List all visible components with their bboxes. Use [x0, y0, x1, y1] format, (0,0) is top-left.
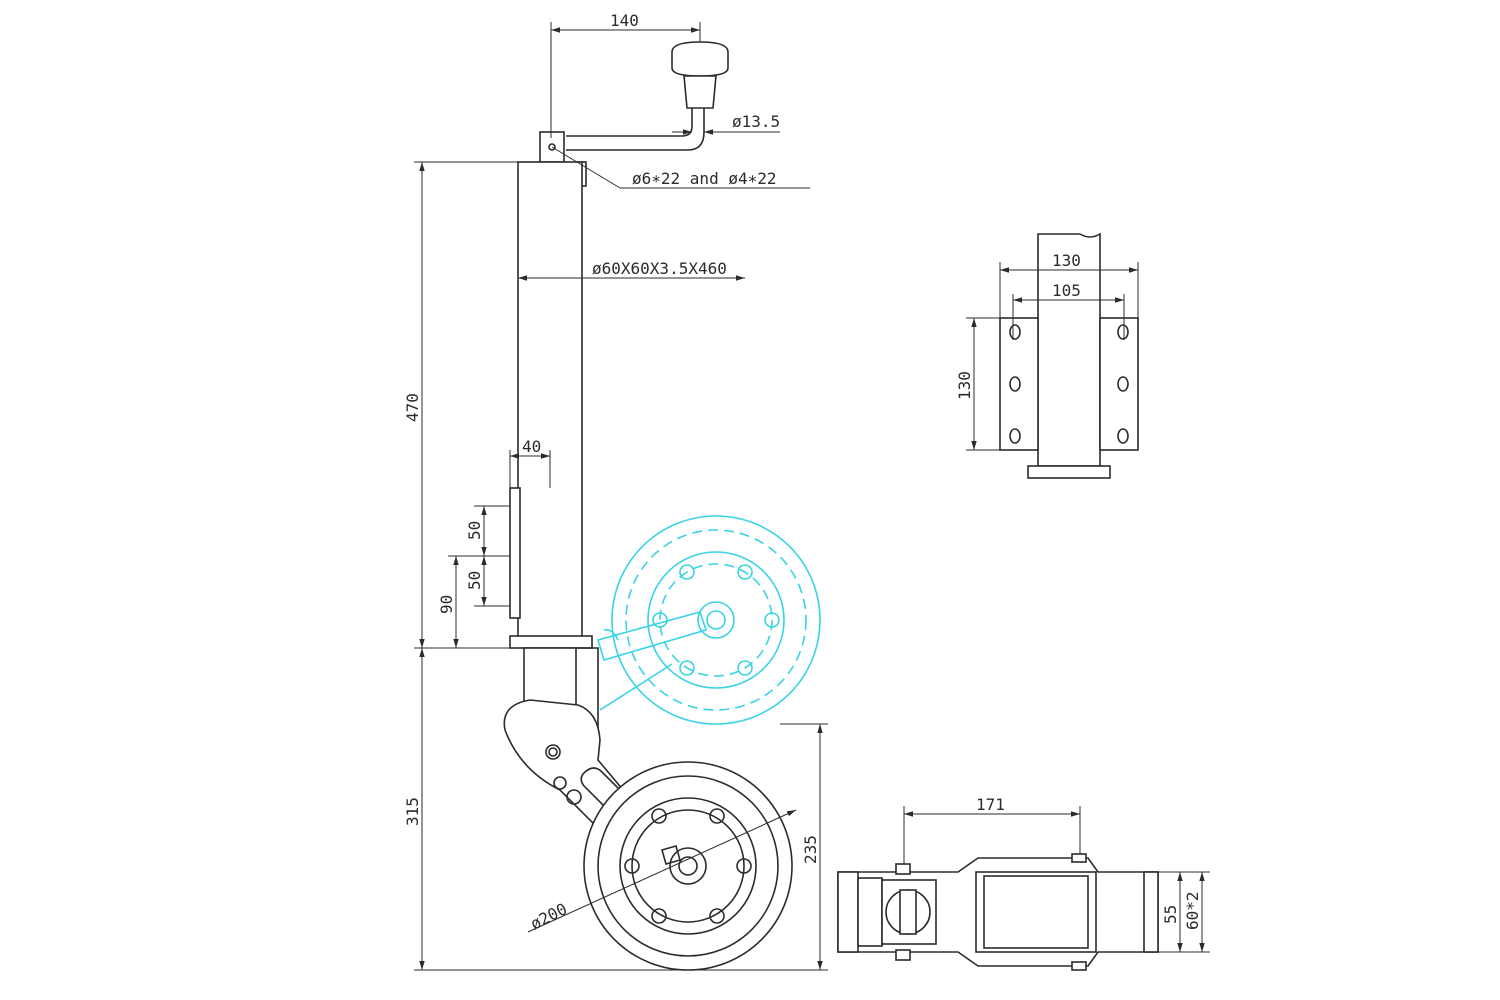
dim-hole-height: 90: [437, 595, 456, 614]
clamp-plate-view: [999, 232, 1139, 479]
dim-handle-diameter: ø13.5: [732, 112, 780, 131]
main-tube: [509, 161, 593, 649]
dim-wheel-height: 235: [801, 835, 820, 864]
dim-wheel-width: 55: [1161, 905, 1180, 924]
wheel: [583, 761, 793, 971]
dimensions-main: 140 ø13.5 ø6∗22 and ø4∗22 ø60X60X3.5X460…: [403, 11, 828, 971]
dim-height-lower: 315: [403, 797, 422, 826]
dim-clamp-height: 130: [955, 371, 974, 400]
jockey-wheel-side-view: [503, 41, 821, 971]
crank-handle: [566, 108, 705, 151]
dim-handle-offset: 140: [610, 11, 639, 30]
dimensions-top: 171 55 60*2: [903, 795, 1210, 953]
dimensions-clamp: 130 105 130: [955, 251, 1139, 451]
dim-pins: ø6∗22 and ø4∗22: [632, 169, 777, 188]
dim-clamp-outer-width: 130: [1052, 251, 1081, 270]
dim-hole-spacing-1: 50: [465, 521, 484, 540]
dim-plate-width: 40: [522, 437, 541, 456]
dim-wheel-base: 171: [976, 795, 1005, 814]
handle-knob: [671, 41, 729, 109]
dim-tyre-width: 60*2: [1183, 891, 1202, 930]
dim-clamp-inner-width: 105: [1052, 281, 1081, 300]
dim-hole-spacing-2: 50: [465, 571, 484, 590]
stowed-wheel-alt-position: [596, 515, 821, 725]
dim-wheel-diameter: ø200: [527, 899, 570, 933]
dim-tube: ø60X60X3.5X460: [592, 259, 727, 278]
dim-height-upper: 470: [403, 393, 422, 422]
wheel-top-view: [837, 853, 1159, 971]
